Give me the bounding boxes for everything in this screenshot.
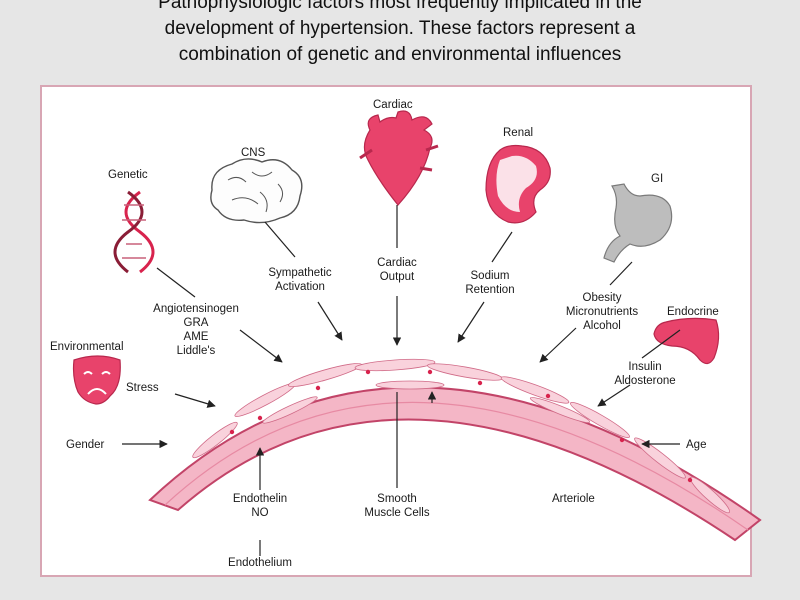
caption-line-3: combination of genetic and environmental… bbox=[178, 44, 622, 65]
stomach-icon bbox=[603, 183, 673, 263]
label-sympathetic-line2: Activation bbox=[275, 281, 325, 293]
label-gi: GI bbox=[651, 173, 663, 185]
diagram-labels: Cardiac CNS Renal GI Genetic Endocrine E… bbox=[50, 99, 719, 569]
label-environmental: Environmental bbox=[50, 341, 124, 353]
label-angio-line3: AME bbox=[184, 331, 209, 343]
stress-face-icon bbox=[72, 355, 121, 405]
kidney-icon bbox=[485, 144, 551, 224]
label-arteriole: Arteriole bbox=[552, 493, 595, 505]
label-gender: Gender bbox=[66, 439, 105, 451]
figure-caption: Pathophysiologic factors most frequently… bbox=[0, 0, 800, 68]
label-cardiac: Cardiac bbox=[373, 99, 413, 111]
caption-line-1: Pathophysiologic factors most frequently… bbox=[158, 0, 642, 13]
label-cardiac-output-line1: Cardiac bbox=[377, 257, 417, 269]
label-angio-line1: Angiotensinogen bbox=[153, 303, 239, 315]
label-obesity-line2: Micronutrients bbox=[566, 306, 638, 318]
brain-icon bbox=[210, 158, 303, 224]
label-insulin-line2: Aldosterone bbox=[614, 375, 675, 387]
label-renal: Renal bbox=[503, 127, 533, 139]
label-stress: Stress bbox=[126, 382, 159, 394]
label-endothelium: Endothelium bbox=[228, 557, 292, 569]
caption-line-2: development of hypertension. These facto… bbox=[164, 18, 636, 39]
arteriole-wall bbox=[148, 358, 762, 542]
label-cns: CNS bbox=[241, 147, 266, 159]
label-endocrine: Endocrine bbox=[667, 306, 719, 318]
label-cardiac-output-line2: Output bbox=[380, 271, 415, 283]
label-obesity-line1: Obesity bbox=[583, 292, 622, 304]
label-sodium-line1: Sodium bbox=[471, 270, 510, 282]
label-angio-line2: GRA bbox=[184, 317, 209, 329]
label-angio-line4: Liddle's bbox=[177, 345, 216, 357]
label-smooth-line2: Muscle Cells bbox=[364, 507, 429, 519]
label-smooth-line1: Smooth bbox=[377, 493, 417, 505]
arrows bbox=[122, 296, 680, 490]
label-obesity-line3: Alcohol bbox=[583, 320, 621, 332]
label-endothelin-line1: Endothelin bbox=[233, 493, 287, 505]
label-sympathetic-line1: Sympathetic bbox=[268, 267, 332, 279]
connector-lines bbox=[156, 205, 681, 556]
label-age: Age bbox=[686, 439, 706, 451]
label-insulin-line1: Insulin bbox=[628, 361, 661, 373]
heart-icon bbox=[359, 110, 439, 206]
endocrine-gland-icon bbox=[653, 317, 720, 365]
dna-icon bbox=[113, 190, 155, 274]
label-sodium-line2: Retention bbox=[465, 284, 514, 296]
label-genetic: Genetic bbox=[108, 169, 148, 181]
label-endothelin-line2: NO bbox=[251, 507, 268, 519]
